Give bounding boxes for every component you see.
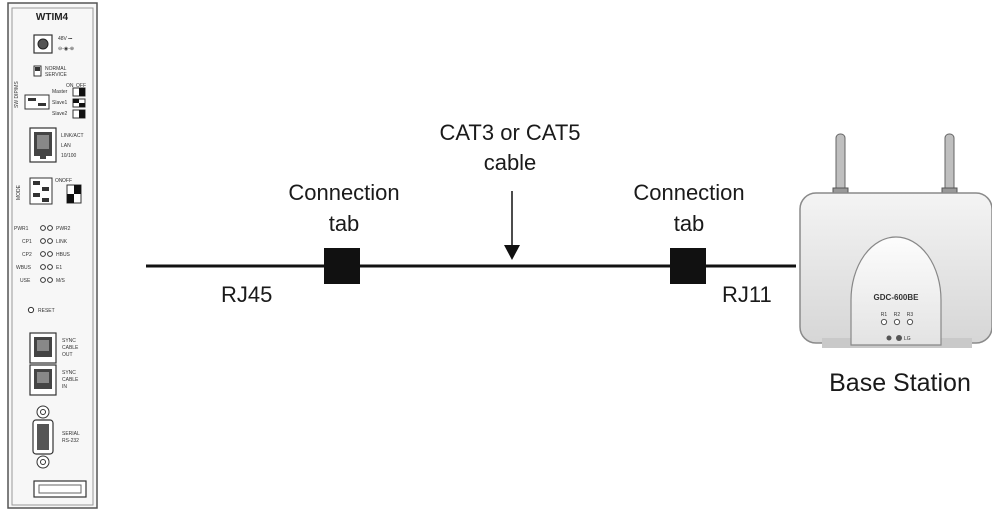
led-left-label: USE (20, 278, 31, 284)
led-icon (47, 251, 53, 257)
serial-port-icon[interactable] (32, 405, 54, 469)
handle-grip-icon (38, 484, 82, 494)
led-icon (47, 277, 53, 283)
lan-label: LAN (61, 143, 71, 149)
down-arrow-icon (504, 191, 520, 260)
rj45-label: RJ45 (221, 282, 272, 307)
lan-port-icon[interactable] (29, 127, 57, 163)
lan-speed-label: 10/100 (61, 153, 77, 159)
led-left-label: WBUS (16, 265, 32, 271)
station-front-arch (850, 236, 942, 346)
switch-label-normal: NORMAL (45, 66, 67, 72)
tab-right-label-1: Connection (633, 180, 744, 205)
serial-label-1: SERIAL (62, 431, 80, 437)
sync-port-out-icon[interactable] (29, 332, 57, 364)
dip-on-label: ON (66, 83, 74, 89)
led-icon (40, 277, 46, 283)
wtim4-module: WTIM4 48V ⎓ ⊖-◉-⊕ NORMAL SERVICE SW DIP/… (7, 2, 98, 509)
dip-switch-ms[interactable] (24, 94, 50, 110)
led-left-label: PWR1 (14, 226, 29, 232)
serial-label-2: RS-232 (62, 438, 79, 444)
led-right-label: M/S (56, 278, 66, 284)
station-led-icon (893, 318, 901, 326)
station-led-label-1: R1 (881, 312, 888, 318)
reset-button[interactable] (27, 306, 35, 314)
led-row: CP1 LINK (22, 238, 68, 245)
switch-label-service: SERVICE (45, 72, 68, 78)
led-row: WBUS E1 (16, 264, 62, 271)
led-row: CP2 HBUS (22, 251, 71, 258)
mode-dip-switch[interactable] (29, 177, 53, 205)
tab-left-label-2: tab (329, 211, 360, 236)
station-title: Base Station (829, 369, 971, 397)
led-panel: PWR1 PWR2 CP1 LINK CP2 HBUS WBUS (14, 225, 71, 284)
sync-in-label-3: IN (62, 384, 67, 390)
station-led-label-2: R2 (894, 312, 901, 318)
cable-type-label-1: CAT3 or CAT5 (440, 120, 581, 145)
led-icon (40, 225, 46, 231)
led-icon (40, 264, 46, 270)
led-icon (47, 238, 53, 244)
led-right-label: HBUS (56, 252, 71, 258)
led-row: USE M/S (20, 277, 66, 284)
module-inner-frame (11, 7, 94, 506)
dip-off-label: OFF (76, 83, 86, 89)
sync-out-label-3: OUT (62, 352, 73, 358)
mode-off-label: OFF (62, 178, 72, 184)
led-left-label: CP2 (22, 252, 32, 258)
dip-master-label: Master (52, 89, 68, 95)
led-icon (47, 264, 53, 270)
station-led-icon (880, 318, 888, 326)
sync-in-label-1: SYNC (62, 370, 76, 376)
module-handle[interactable] (33, 480, 87, 498)
led-icon (40, 251, 46, 257)
rj11-label: RJ11 (722, 282, 772, 307)
dip-side-label: SW DIP/MS (14, 81, 20, 108)
station-model-label: GDC-600BE (874, 293, 920, 302)
antenna-left-icon (832, 133, 849, 197)
led-icon (40, 238, 46, 244)
led-icon (47, 225, 53, 231)
lan-link-label: LINK/ACT (61, 133, 84, 139)
reset-label: RESET (38, 308, 55, 314)
module-title: WTIM4 (36, 12, 69, 23)
tab-left-label-1: Connection (288, 180, 399, 205)
base-station: GDC-600BE R1 R2 R3 LG Base Station (799, 133, 992, 397)
station-led-icon (906, 318, 914, 326)
led-row: PWR1 PWR2 (14, 225, 71, 232)
connection-tab-right (670, 248, 706, 284)
station-brand-label: LG (904, 336, 911, 342)
sync-out-label-2: CABLE (62, 345, 79, 351)
led-right-label: E1 (56, 265, 62, 271)
dip-indicator-icon (72, 87, 86, 119)
led-left-label: CP1 (22, 239, 32, 245)
sync-port-in-icon[interactable] (29, 364, 57, 396)
sync-in-label-2: CABLE (62, 377, 79, 383)
station-led-label-3: R3 (907, 312, 914, 318)
tab-right-label-2: tab (674, 211, 705, 236)
cable-diagram: Connection tab Connection tab CAT3 or CA… (146, 120, 796, 307)
switch-knob-icon (35, 67, 40, 71)
sync-out-label-1: SYNC (62, 338, 76, 344)
mode-indicator-icon (66, 184, 82, 204)
station-logo-icon (886, 335, 902, 341)
mode-on-label: ON (55, 178, 63, 184)
led-right-label: LINK (56, 239, 68, 245)
cable-type-label-2: cable (484, 150, 537, 175)
mode-side-label: MODE (16, 184, 22, 200)
antenna-right-icon (941, 133, 958, 197)
polarity-icon: ⊖-◉-⊕ (58, 46, 74, 52)
led-right-label: PWR2 (56, 226, 71, 232)
connection-tab-left (324, 248, 360, 284)
power-jack-icon (33, 34, 53, 54)
dip-slave2-label: Slave2 (52, 111, 68, 117)
dip-slave1-label: Slave1 (52, 100, 68, 106)
power-label: 48V ⎓ (58, 36, 72, 42)
